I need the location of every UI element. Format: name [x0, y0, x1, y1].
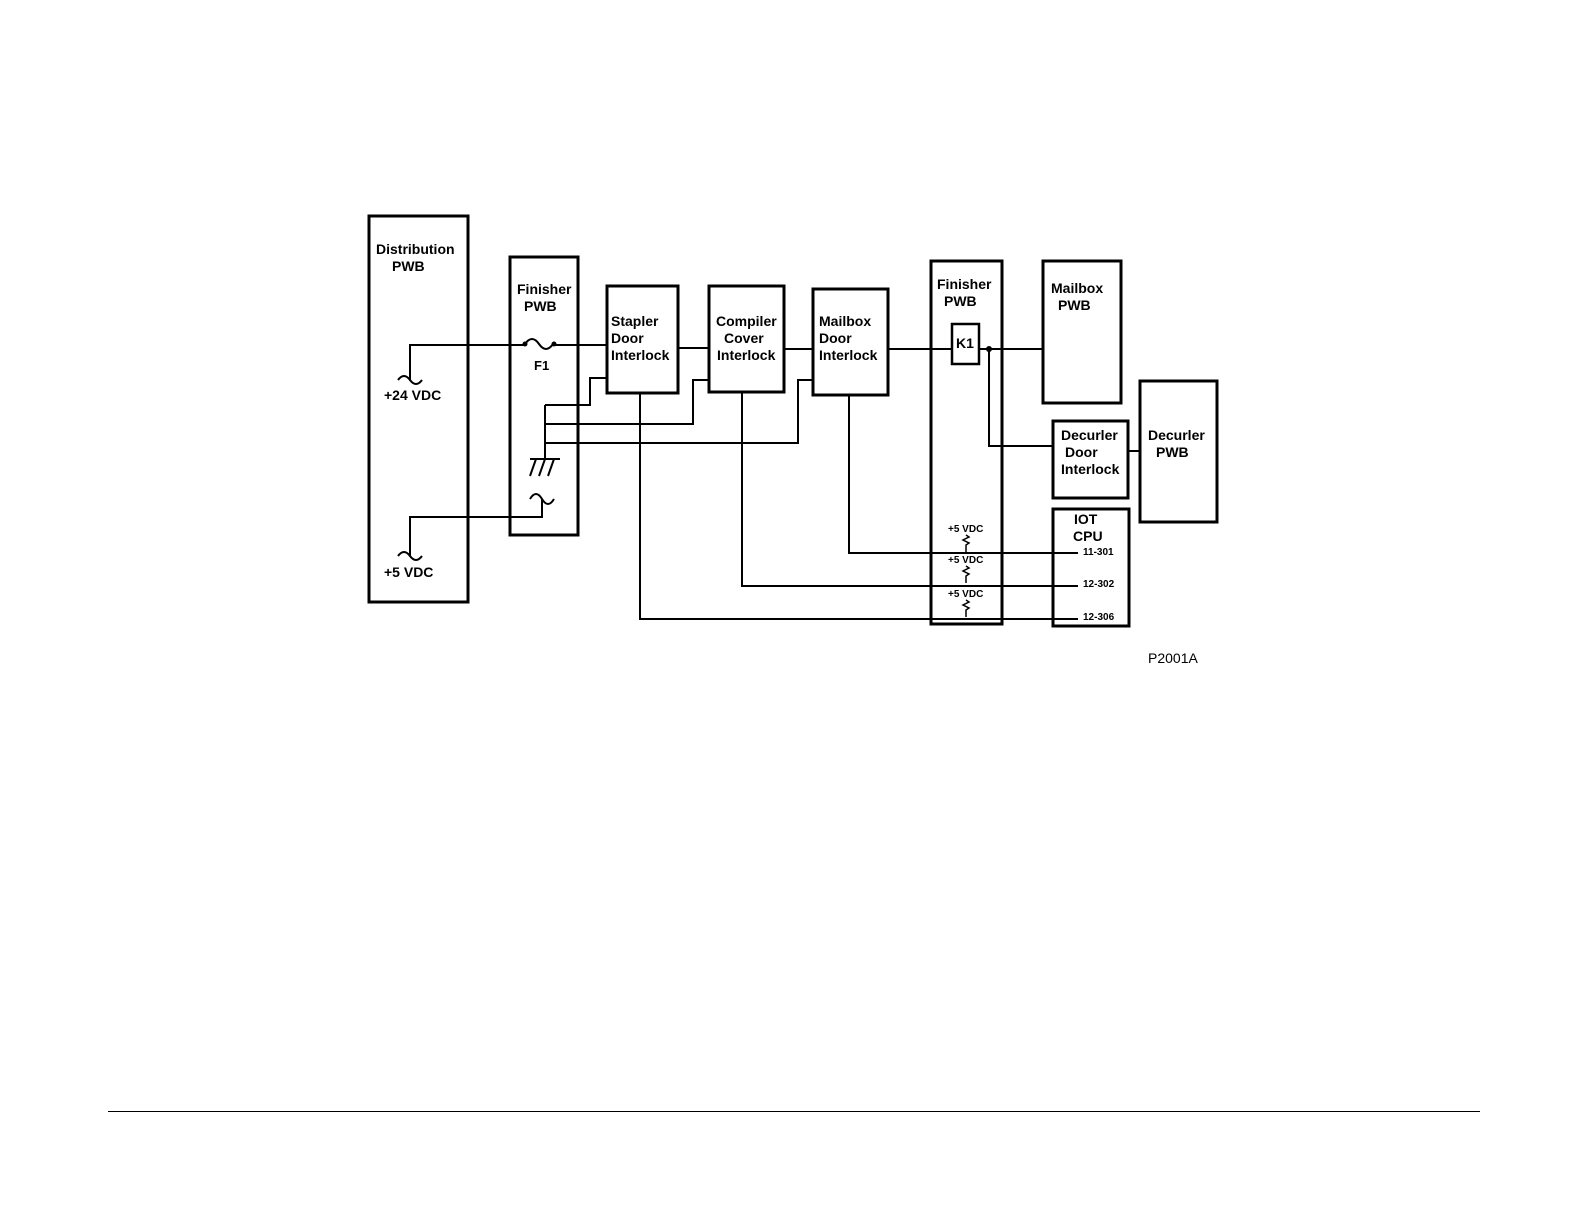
iot-cpu-label-line1: IOT [1074, 511, 1098, 527]
distribution-pwb-block: Distribution PWB +24 VDC +5 VDC [369, 216, 468, 602]
ground-icon [530, 459, 560, 476]
finisher-pwb-left-block: Finisher PWB F1 [510, 257, 578, 535]
iot-cpu-block: IOT CPU 11-301 12-302 12-306 [1053, 509, 1129, 626]
relay-label: K1 [956, 335, 974, 351]
compiler-cover-interlock-block: Compiler Cover Interlock [709, 286, 784, 392]
fuse-label: F1 [534, 358, 549, 373]
decurler-pwb-label-line1: Decurler [1148, 427, 1205, 443]
figure-id: P2001A [1148, 650, 1198, 666]
resistor-1-icon [963, 535, 969, 552]
finisher-pwb-right-label-line1: Finisher [937, 276, 992, 292]
decurler-pwb-block: Decurler PWB [1140, 381, 1217, 522]
v24-label: +24 VDC [384, 387, 441, 403]
pullup-label-2: +5 VDC [948, 555, 983, 566]
decurler-interlock-label-line2: Door [1065, 444, 1098, 460]
finisher-pwb-left-label-line2: PWB [524, 298, 557, 314]
pin-label-2: 12-302 [1083, 579, 1115, 590]
resistor-3-icon [963, 600, 969, 617]
pin-label-3: 12-306 [1083, 612, 1115, 623]
compiler-label-line3: Interlock [717, 347, 776, 363]
compiler-label-line2: Cover [724, 330, 764, 346]
finisher-pwb-right-label-line2: PWB [944, 293, 977, 309]
finisher-pwb-left-label-line1: Finisher [517, 281, 572, 297]
mailbox-interlock-label-line2: Door [819, 330, 852, 346]
stapler-label-line3: Interlock [611, 347, 670, 363]
mailbox-pwb-block: Mailbox PWB [1043, 261, 1121, 403]
compiler-label-line1: Compiler [716, 313, 777, 329]
stapler-label-line1: Stapler [611, 313, 659, 329]
resistor-2-icon [963, 566, 969, 583]
decurler-interlock-label-line1: Decurler [1061, 427, 1118, 443]
mailbox-interlock-label-line1: Mailbox [819, 313, 871, 329]
v5-label: +5 VDC [384, 564, 433, 580]
decurler-door-interlock-block: Decurler Door Interlock [1053, 421, 1128, 498]
page-footer-rule [108, 1111, 1480, 1112]
pullup-label-3: +5 VDC [948, 589, 983, 600]
distribution-pwb-label-line1: Distribution [376, 241, 455, 257]
stapler-label-line2: Door [611, 330, 644, 346]
iot-cpu-label-line2: CPU [1073, 528, 1103, 544]
mailbox-pwb-label-line1: Mailbox [1051, 280, 1103, 296]
mailbox-door-interlock-block: Mailbox Door Interlock [813, 289, 888, 395]
mailbox-pwb-label-line2: PWB [1058, 297, 1091, 313]
stapler-door-interlock-block: Stapler Door Interlock [607, 286, 678, 393]
fuse-icon [525, 339, 553, 349]
distribution-pwb-label-line2: PWB [392, 258, 425, 274]
decurler-interlock-label-line3: Interlock [1061, 461, 1120, 477]
wiring [410, 345, 1140, 619]
mailbox-interlock-label-line3: Interlock [819, 347, 878, 363]
pullup-label-1: +5 VDC [948, 524, 983, 535]
pin-label-1: 11-301 [1083, 547, 1114, 558]
finisher-pwb-right-block: Finisher PWB K1 +5 VDC +5 VDC +5 VDC [931, 261, 1002, 624]
decurler-pwb-label-line2: PWB [1156, 444, 1189, 460]
